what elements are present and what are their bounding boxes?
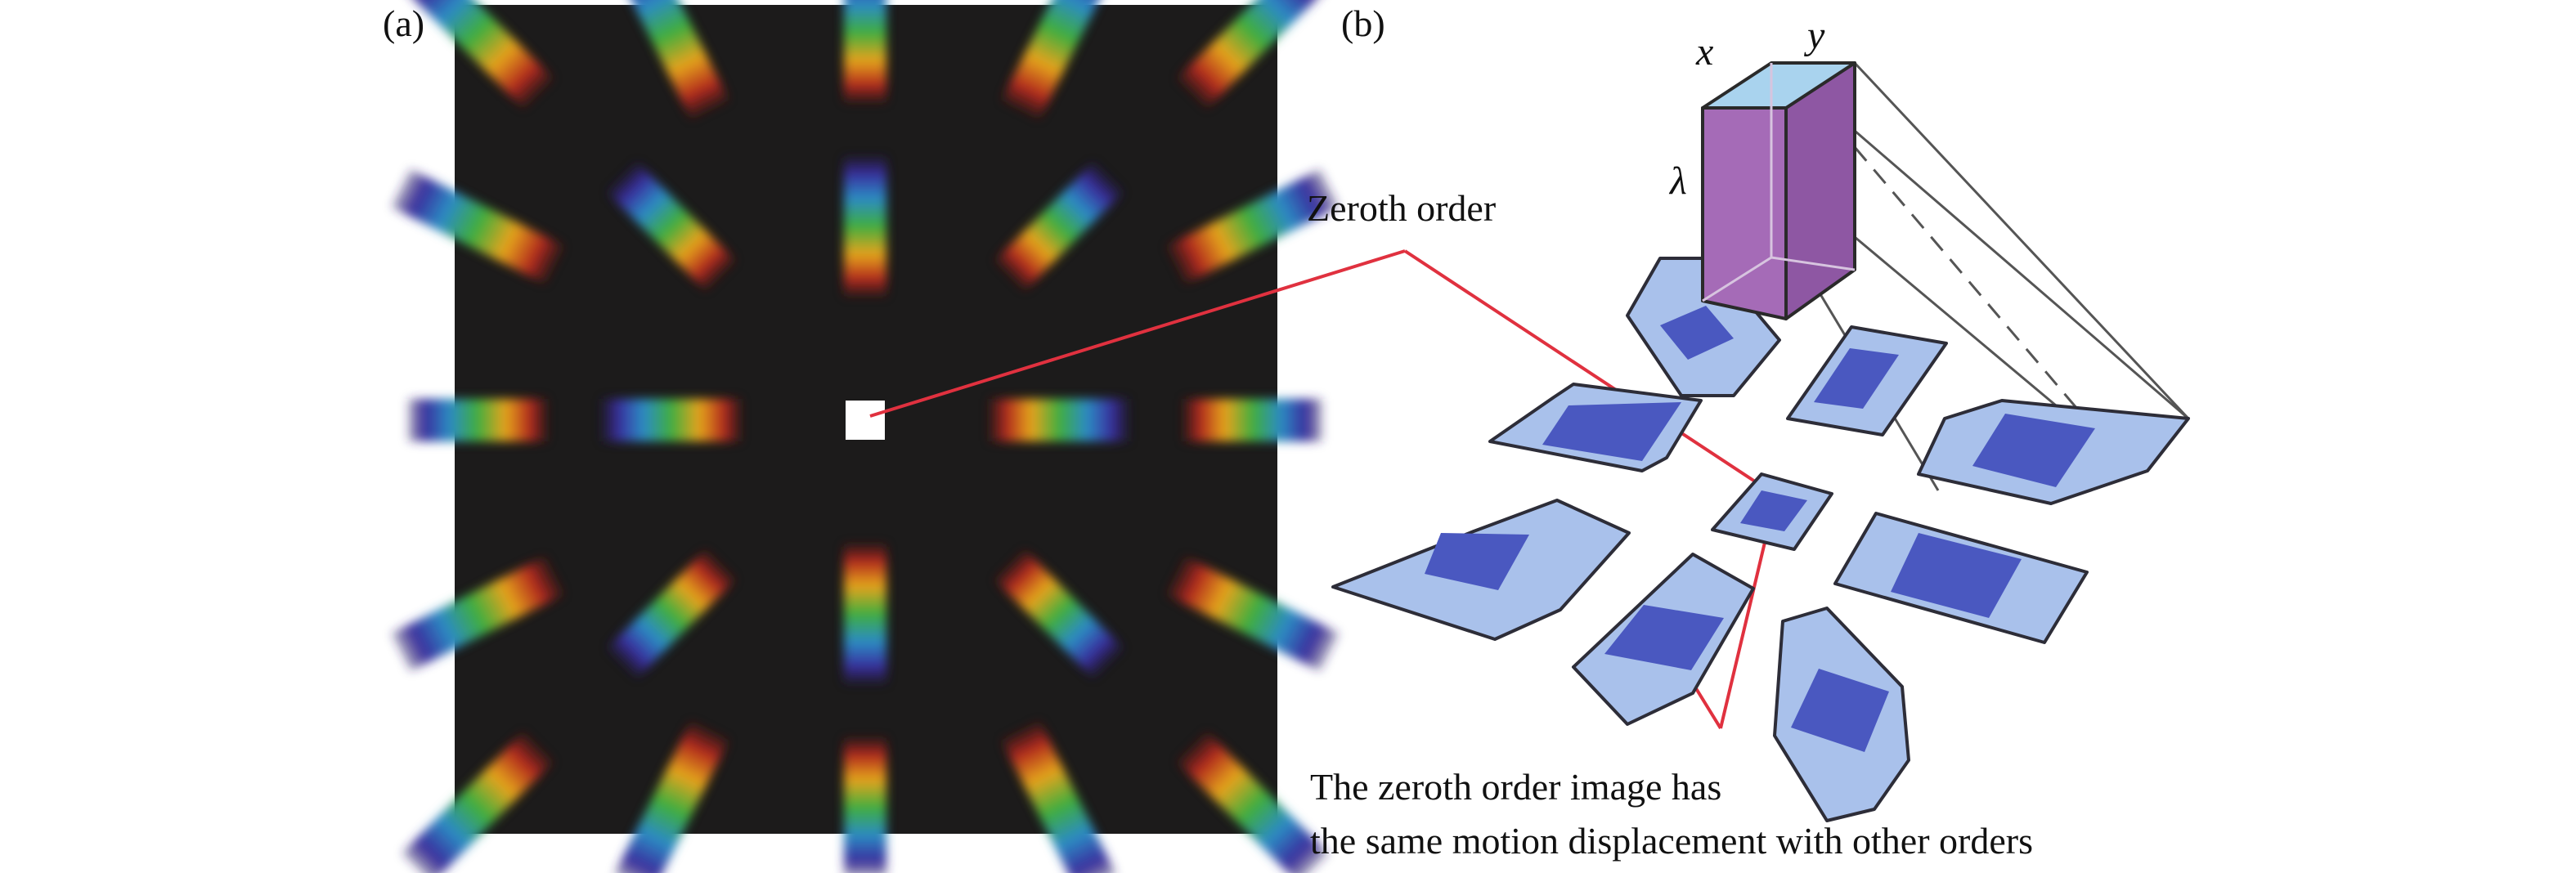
spectral-order (1177, 732, 1329, 873)
spectral-order (607, 549, 736, 678)
order-tile-core (1542, 402, 1681, 461)
spectral-orders (391, 0, 1340, 873)
order-tiles (1331, 257, 2190, 822)
datacube-top (1701, 61, 1856, 110)
spectral-order (1177, 0, 1329, 109)
axis-x-label: x (1696, 30, 1714, 74)
spectral-order (613, 0, 729, 119)
panel-b-label: (b) (1341, 2, 1385, 44)
spectral-order (1001, 721, 1117, 873)
order-tile-core (1891, 533, 2022, 618)
note-line-1: The zeroth order image has (1310, 766, 1722, 808)
order-tile-core (1425, 533, 1529, 590)
order-tile-core (1791, 669, 1889, 752)
spectral-order (1001, 0, 1117, 119)
leader-line-zeroth-b (1403, 249, 1757, 483)
spectral-order (994, 162, 1124, 291)
spectral-order (602, 399, 741, 441)
spectral-order (391, 556, 564, 672)
axis-y-label: y (1807, 14, 1825, 57)
spectral-order (402, 732, 554, 873)
panel-a-label: (a) (383, 2, 425, 44)
order-tile-core (1740, 490, 1807, 531)
spectral-order (994, 549, 1124, 678)
datacube (1701, 61, 1856, 320)
axis-lambda-label: λ (1670, 159, 1687, 203)
spectral-order (844, 738, 886, 873)
leader-line-zeroth (869, 249, 1406, 418)
spectral-order (1166, 556, 1340, 672)
spectral-order (391, 168, 564, 284)
spectral-order (613, 721, 729, 873)
spectral-order (844, 544, 886, 683)
note-line-2: the same motion displacement with other … (1310, 820, 2033, 862)
order-tile-core (1972, 414, 2095, 487)
spectral-order (607, 162, 736, 291)
spectral-order (844, 0, 886, 102)
spectral-order (1183, 399, 1322, 441)
spectral-order (1166, 168, 1340, 284)
order-tile-core (1814, 348, 1899, 409)
spectral-order (402, 0, 554, 109)
spectral-order (408, 399, 547, 441)
zeroth-order-label: Zeroth order (1307, 187, 1497, 229)
spectral-order (844, 157, 886, 296)
order-tile-core (1660, 306, 1734, 360)
datacube-front (1701, 106, 1788, 320)
spectral-order (990, 399, 1129, 441)
order-tile-core (1604, 605, 1724, 670)
zeroth-order-spot (846, 401, 885, 440)
